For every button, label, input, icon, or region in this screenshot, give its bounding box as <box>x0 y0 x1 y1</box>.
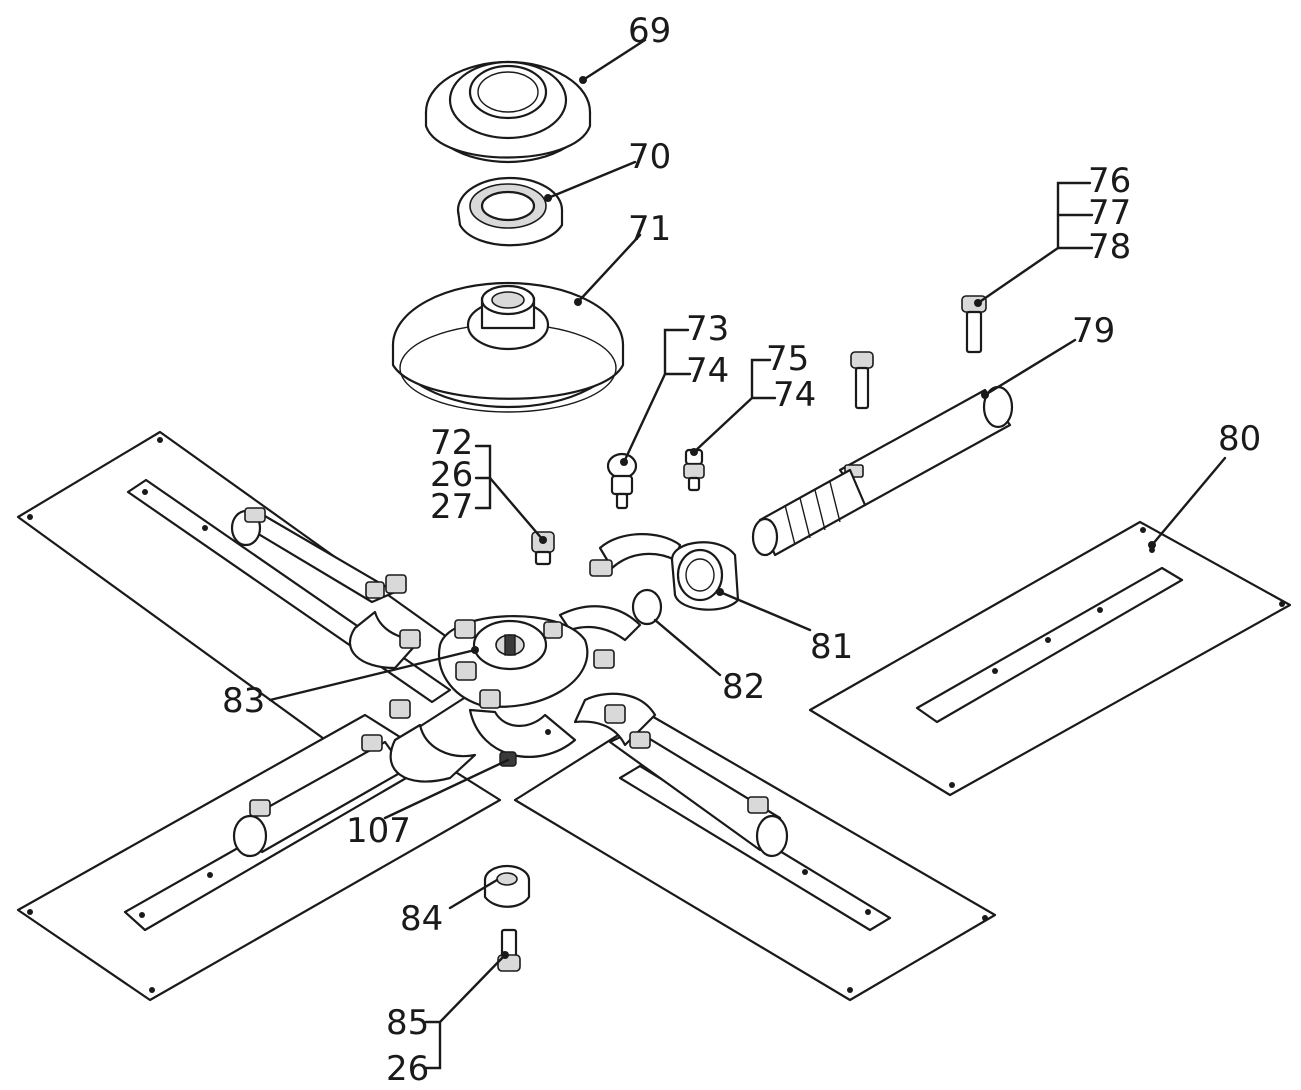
bolt-mid <box>850 351 874 410</box>
part-85-bolt <box>497 928 521 972</box>
label-75: 75 <box>766 339 809 379</box>
label-27: 27 <box>430 487 473 527</box>
part-70-bearing <box>456 176 564 247</box>
label-78: 78 <box>1088 227 1131 267</box>
leader-lines <box>268 38 1227 1070</box>
label-74-a: 74 <box>686 351 729 391</box>
plate-right-80 <box>808 520 1292 797</box>
part-81-clamp <box>589 533 740 611</box>
label-74-b: 74 <box>773 375 816 415</box>
label-70: 70 <box>628 137 671 177</box>
label-73: 73 <box>686 309 729 349</box>
label-77: 77 <box>1088 193 1131 233</box>
label-79: 79 <box>1072 311 1115 351</box>
label-81: 81 <box>810 627 853 667</box>
label-69: 69 <box>628 11 671 51</box>
bolt-76-77-78 <box>961 295 987 354</box>
part-84-nut <box>483 864 531 908</box>
label-71: 71 <box>628 209 671 249</box>
label-83: 83 <box>222 681 265 721</box>
label-26-a: 26 <box>430 455 473 495</box>
part-69-cap <box>424 60 592 164</box>
part-82-ring <box>631 588 663 626</box>
arm-tube-lower-right <box>573 692 789 858</box>
central-hub-83 <box>399 615 589 767</box>
part-71-pulley <box>391 281 625 413</box>
label-84: 84 <box>400 899 443 939</box>
label-76: 76 <box>1088 161 1131 201</box>
label-82: 82 <box>722 667 765 707</box>
label-85: 85 <box>386 1003 429 1043</box>
part-labels: 69 70 71 76 77 78 73 74 75 74 79 72 26 2… <box>222 11 1261 1089</box>
label-72: 72 <box>430 423 473 463</box>
bolt-73-74 <box>606 452 638 510</box>
label-107: 107 <box>346 811 411 851</box>
arm-tube-lower-left <box>232 699 477 858</box>
label-80: 80 <box>1218 419 1261 459</box>
arm-tube-upper-left <box>230 507 422 670</box>
plate-lower-right <box>513 713 997 1002</box>
bolt-72-26-27 <box>531 531 555 566</box>
label-26-b: 26 <box>386 1049 429 1089</box>
